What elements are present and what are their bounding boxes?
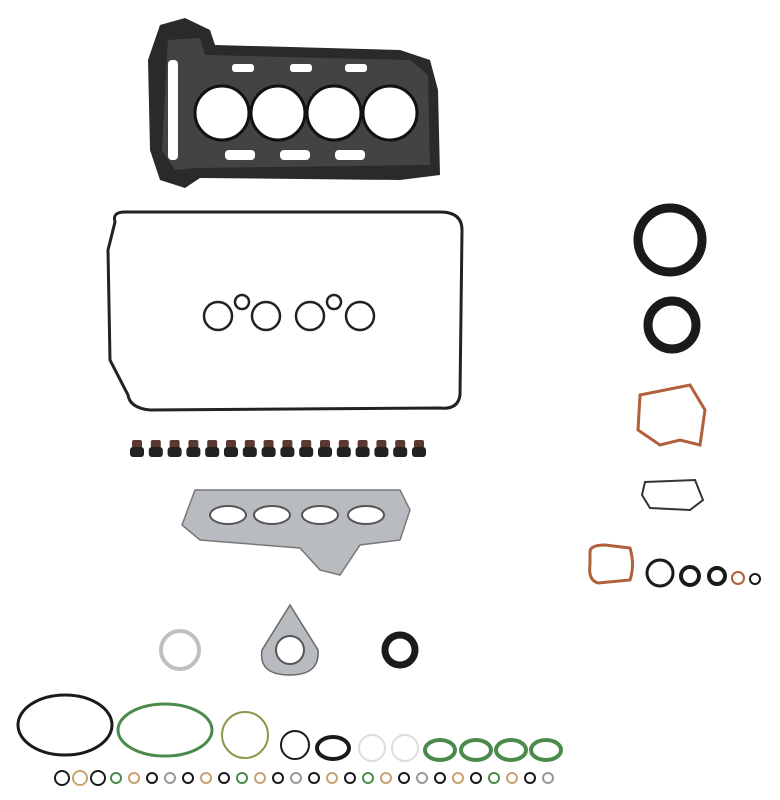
shaft-seal bbox=[381, 631, 419, 669]
valve-stem-seal bbox=[280, 440, 295, 457]
o-ring bbox=[128, 772, 140, 784]
o-ring bbox=[308, 772, 320, 784]
o-ring bbox=[236, 772, 248, 784]
o-ring bbox=[218, 772, 230, 784]
o-ring bbox=[182, 772, 194, 784]
oil-filter-gasket bbox=[588, 543, 634, 585]
o-ring bbox=[398, 772, 410, 784]
exhaust-ring-gasket bbox=[159, 629, 201, 671]
valve-stem-seal bbox=[242, 440, 257, 457]
o-ring bbox=[506, 772, 518, 784]
valve-stem-seal bbox=[374, 440, 389, 457]
exhaust-manifold-gasket bbox=[181, 489, 411, 576]
cylinder-head-gasket bbox=[148, 18, 440, 188]
o-ring bbox=[72, 770, 88, 786]
o-ring-set-bottom bbox=[16, 693, 563, 762]
o-ring bbox=[254, 772, 266, 784]
o-ring bbox=[434, 772, 446, 784]
o-ring bbox=[542, 772, 554, 784]
o-ring-set-right bbox=[645, 558, 761, 588]
crankshaft-seal-small bbox=[643, 296, 701, 354]
valve-stem-seals bbox=[130, 440, 426, 457]
small-o-rings bbox=[54, 770, 554, 786]
o-ring bbox=[470, 772, 482, 784]
water-pump-gasket bbox=[636, 383, 707, 447]
spark-plug-seal-left bbox=[202, 293, 282, 332]
valve-stem-seal bbox=[261, 440, 276, 457]
o-ring bbox=[488, 772, 500, 784]
o-ring bbox=[272, 772, 284, 784]
o-ring bbox=[344, 772, 356, 784]
o-ring bbox=[416, 772, 428, 784]
turbo-flange-gasket bbox=[260, 603, 319, 676]
valve-stem-seal bbox=[299, 440, 314, 457]
o-ring bbox=[90, 770, 106, 786]
o-ring bbox=[164, 772, 176, 784]
valve-cover-gasket bbox=[106, 210, 464, 412]
o-ring bbox=[200, 772, 212, 784]
valve-stem-seal bbox=[167, 440, 182, 457]
valve-stem-seal bbox=[186, 440, 201, 457]
o-ring bbox=[146, 772, 158, 784]
valve-stem-seal bbox=[412, 440, 426, 457]
valve-stem-seal bbox=[224, 440, 238, 457]
o-ring bbox=[54, 770, 70, 786]
o-ring bbox=[290, 772, 302, 784]
o-ring bbox=[380, 772, 392, 784]
valve-stem-seal bbox=[336, 440, 351, 457]
valve-stem-seal bbox=[205, 440, 220, 457]
thermostat-gasket bbox=[640, 478, 705, 512]
o-ring bbox=[110, 772, 122, 784]
o-ring bbox=[452, 772, 464, 784]
valve-stem-seal bbox=[393, 440, 408, 457]
valve-stem-seal bbox=[148, 440, 163, 457]
o-ring bbox=[362, 772, 374, 784]
o-ring bbox=[326, 772, 338, 784]
o-ring bbox=[524, 772, 536, 784]
valve-stem-seal bbox=[318, 440, 332, 457]
spark-plug-seal-right bbox=[294, 293, 376, 332]
valve-stem-seal bbox=[355, 440, 370, 457]
crankshaft-seal-large bbox=[633, 203, 707, 277]
valve-stem-seal bbox=[130, 440, 144, 457]
